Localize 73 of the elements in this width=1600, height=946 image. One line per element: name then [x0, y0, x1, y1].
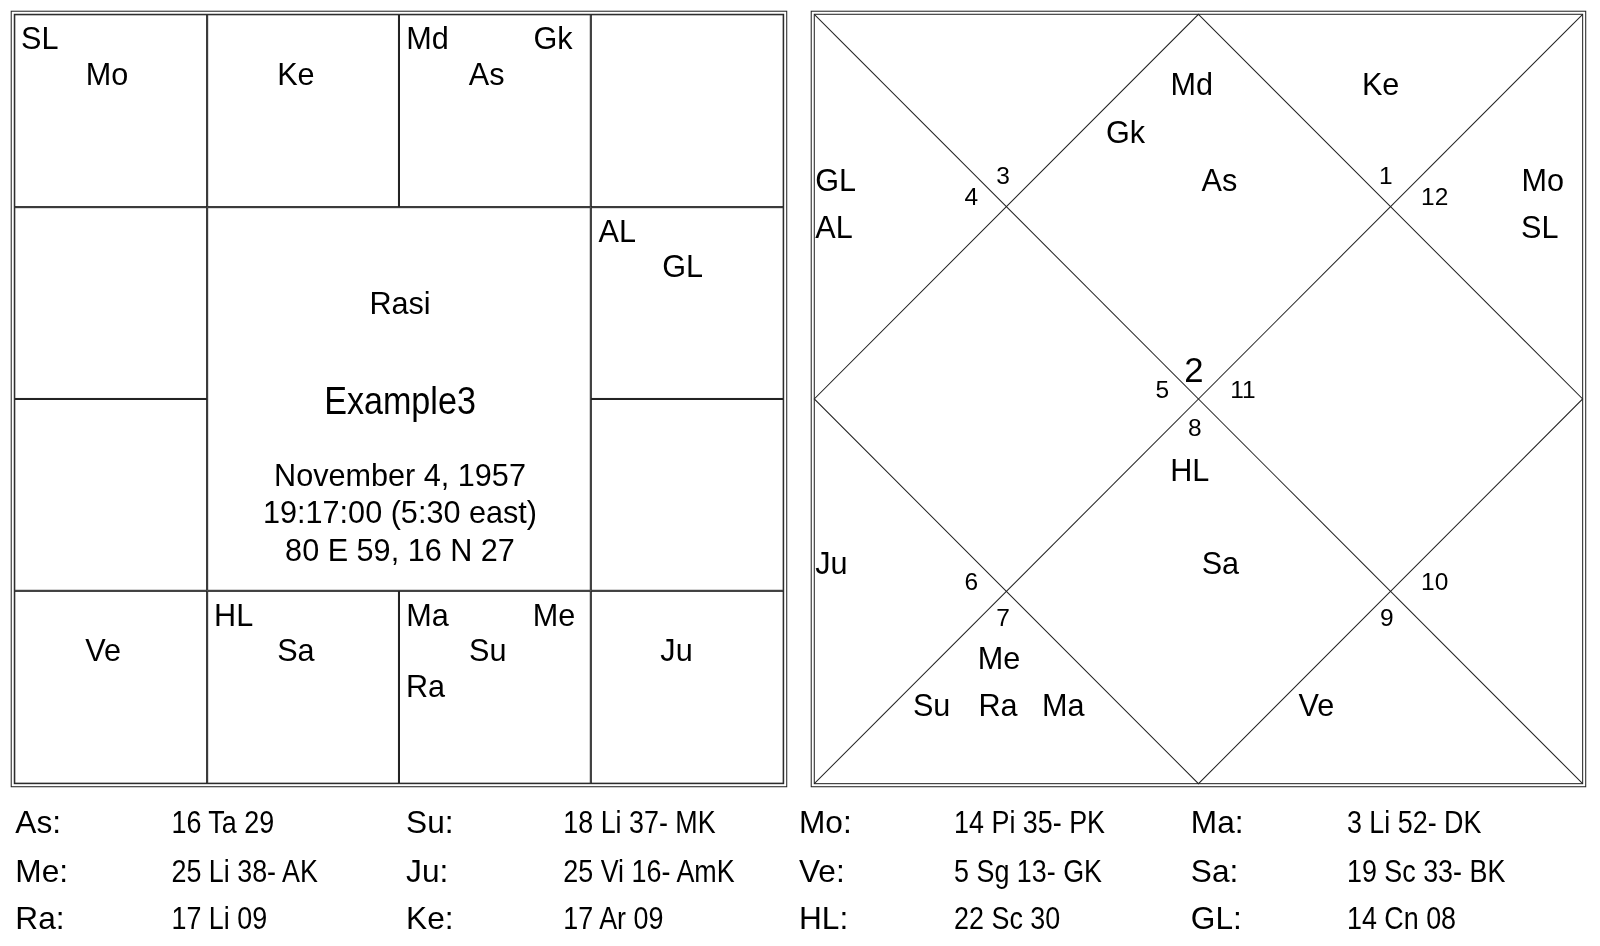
planet-label: Ke [1361, 69, 1400, 100]
house-number: 7 [996, 605, 1010, 630]
planet-abbreviation: Ra: [15, 902, 65, 935]
planet-abbreviation: Ve: [799, 855, 845, 888]
planet-label: Ra [405, 671, 446, 703]
planet-label: SL [1521, 212, 1559, 243]
planet-abbreviation: Mo: [799, 806, 852, 839]
planet-abbreviation: Ju: [406, 855, 449, 888]
house-number: 10 [1421, 569, 1449, 594]
coordinates: 80 E 59, 16 N 27 [285, 535, 515, 567]
planet-abbreviation: Sa: [1190, 855, 1239, 888]
planet-label: Me [977, 643, 1021, 675]
planet-label: Ma [1042, 690, 1085, 722]
birth-time: 19:17:00 (5:30 east) [263, 497, 537, 529]
planet-label: As [468, 59, 505, 90]
house-number: 12 [1421, 184, 1449, 210]
planet-abbreviation: HL: [799, 902, 849, 935]
position-value: 19 Sc 33- BK [1346, 855, 1506, 888]
planet-label: HL [214, 600, 254, 631]
planet-label: Me [532, 600, 576, 631]
planet-label: Sa [277, 635, 315, 667]
planet-abbreviation: Su: [406, 806, 454, 839]
planet-abbreviation: As: [15, 806, 61, 839]
planet-label: GL [815, 165, 857, 196]
planet-label: Ve [1298, 690, 1335, 722]
planet-label: HL [1170, 455, 1210, 486]
planet-label: Gk [1105, 117, 1146, 148]
planet-label: Ke [277, 59, 315, 90]
house-number: 5 [1155, 377, 1170, 403]
planet-label: Gk [533, 23, 573, 55]
house-number: 1 [1378, 163, 1393, 188]
planet-label: Ju [660, 635, 693, 667]
position-value: 16 Ta 29 [171, 806, 275, 839]
position-value: 17 Li 09 [171, 902, 268, 935]
planet-label: SL [21, 23, 59, 55]
position-value: 3 Li 52- DK [1346, 806, 1482, 839]
planet-abbreviation: Ma: [1190, 806, 1244, 839]
planet-abbreviation: GL: [1190, 902, 1242, 935]
planet-label: Su [912, 690, 951, 722]
position-value: 22 Sc 30 [954, 902, 1061, 935]
planet-label: Su [469, 635, 507, 667]
house-number: 9 [1379, 605, 1394, 630]
planet-label: AL [815, 212, 853, 243]
house-number: 2 [1184, 352, 1204, 387]
planet-label: Sa [1201, 549, 1240, 580]
position-value: 25 Li 38- AK [171, 855, 318, 888]
chart-title: Rasi [369, 288, 431, 320]
planet-label: GL [662, 251, 704, 282]
position-value: 25 Vi 16- AmK [563, 855, 735, 888]
position-value: 5 Sg 13- GK [954, 855, 1103, 888]
planet-label: Ra [978, 690, 1018, 722]
position-value: 18 Li 37- MK [563, 806, 716, 839]
planet-label: Ju [815, 549, 848, 580]
position-value: 17 Ar 09 [563, 902, 664, 935]
birth-date: November 4, 1957 [274, 460, 526, 491]
house-number: 6 [964, 569, 979, 594]
planet-abbreviation: Ke: [406, 902, 454, 935]
planet-label: Mo [85, 59, 129, 90]
position-value: 14 Cn 08 [1346, 902, 1457, 935]
planet-abbreviation: Me: [15, 855, 69, 888]
planet-label: Md [406, 23, 449, 55]
example-name: Example3 [324, 381, 476, 421]
house-number: 4 [964, 184, 979, 210]
house-number: 8 [1188, 415, 1202, 440]
planet-label: As [1201, 165, 1238, 196]
planet-label: Ma [406, 600, 449, 631]
planet-label: Mo [1521, 165, 1565, 196]
position-value: 14 Pi 35- PK [954, 806, 1106, 839]
planet-label: AL [598, 216, 637, 247]
house-number: 11 [1230, 377, 1256, 403]
planet-label: Md [1170, 69, 1214, 100]
planet-label: Ve [85, 635, 121, 667]
house-number: 3 [996, 163, 1010, 188]
